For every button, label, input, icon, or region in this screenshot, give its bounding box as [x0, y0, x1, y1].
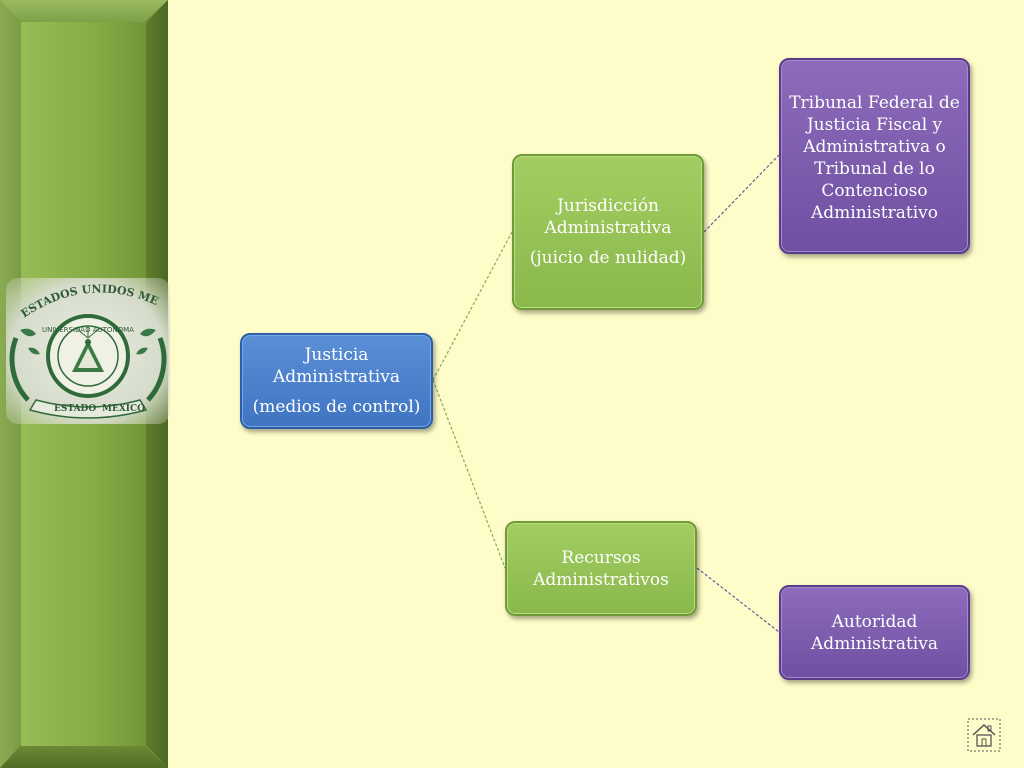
node-tribunal-federal: Tribunal Federal de Justicia Fiscal y Ad… — [779, 58, 970, 254]
connector-jurisdiccion-to-tribunal — [703, 154, 780, 233]
sidebar-bevel-top — [0, 0, 168, 22]
node-autoridad-line2: Administrativa — [811, 633, 938, 654]
node-autoridad-administrativa: Autoridad Administrativa — [779, 585, 970, 680]
connector-root-to-jurisdiccion — [432, 231, 513, 381]
node-tribunal-line3: Administrativa o — [803, 137, 946, 157]
node-root-line1: Justicia — [304, 345, 369, 365]
seal-bottom-left-text: ESTADO — [54, 404, 96, 414]
node-tribunal-line4: Tribunal de lo — [814, 159, 935, 179]
node-jurisdiccion-line3: (juicio de nulidad) — [529, 248, 687, 268]
seal-bottom-right-text: MEXICO — [102, 404, 145, 414]
node-justicia-administrativa: Justicia Administrativa (medios de contr… — [240, 333, 433, 429]
node-root-line3: (medios de control) — [252, 397, 421, 417]
connector-recursos-to-autoridad — [696, 567, 780, 633]
node-recursos-line1: Recursos — [561, 547, 641, 568]
university-seal-logo: ESTADOS UNIDOS MEXICANOS UNIVERSIDAD AUT… — [6, 278, 170, 424]
node-jurisdiccion-line1: Jurisdicción — [556, 196, 660, 216]
node-autoridad-line1: Autoridad — [831, 611, 918, 632]
node-tribunal-line6: Administrativo — [810, 203, 939, 223]
home-icon[interactable] — [967, 718, 1001, 752]
node-recursos-administrativos: Recursos Administrativos — [505, 521, 697, 616]
seal-graphic: ESTADOS UNIDOS MEXICANOS UNIVERSIDAD AUT… — [6, 278, 167, 419]
node-jurisdiccion-line2: Administrativa — [544, 218, 672, 238]
sidebar-bevel-bottom — [0, 746, 168, 768]
node-root-line2: Administrativa — [273, 367, 400, 387]
node-jurisdiccion-administrativa: Jurisdicción Administrativa (juicio de n… — [512, 154, 704, 310]
connector-root-to-recursos — [432, 379, 506, 569]
node-tribunal-line1: Tribunal Federal de — [789, 93, 960, 113]
node-tribunal-line5: Contencioso — [821, 181, 928, 201]
node-recursos-line2: Administrativos — [533, 569, 669, 590]
node-tribunal-line2: Justicia Fiscal y — [806, 115, 943, 135]
